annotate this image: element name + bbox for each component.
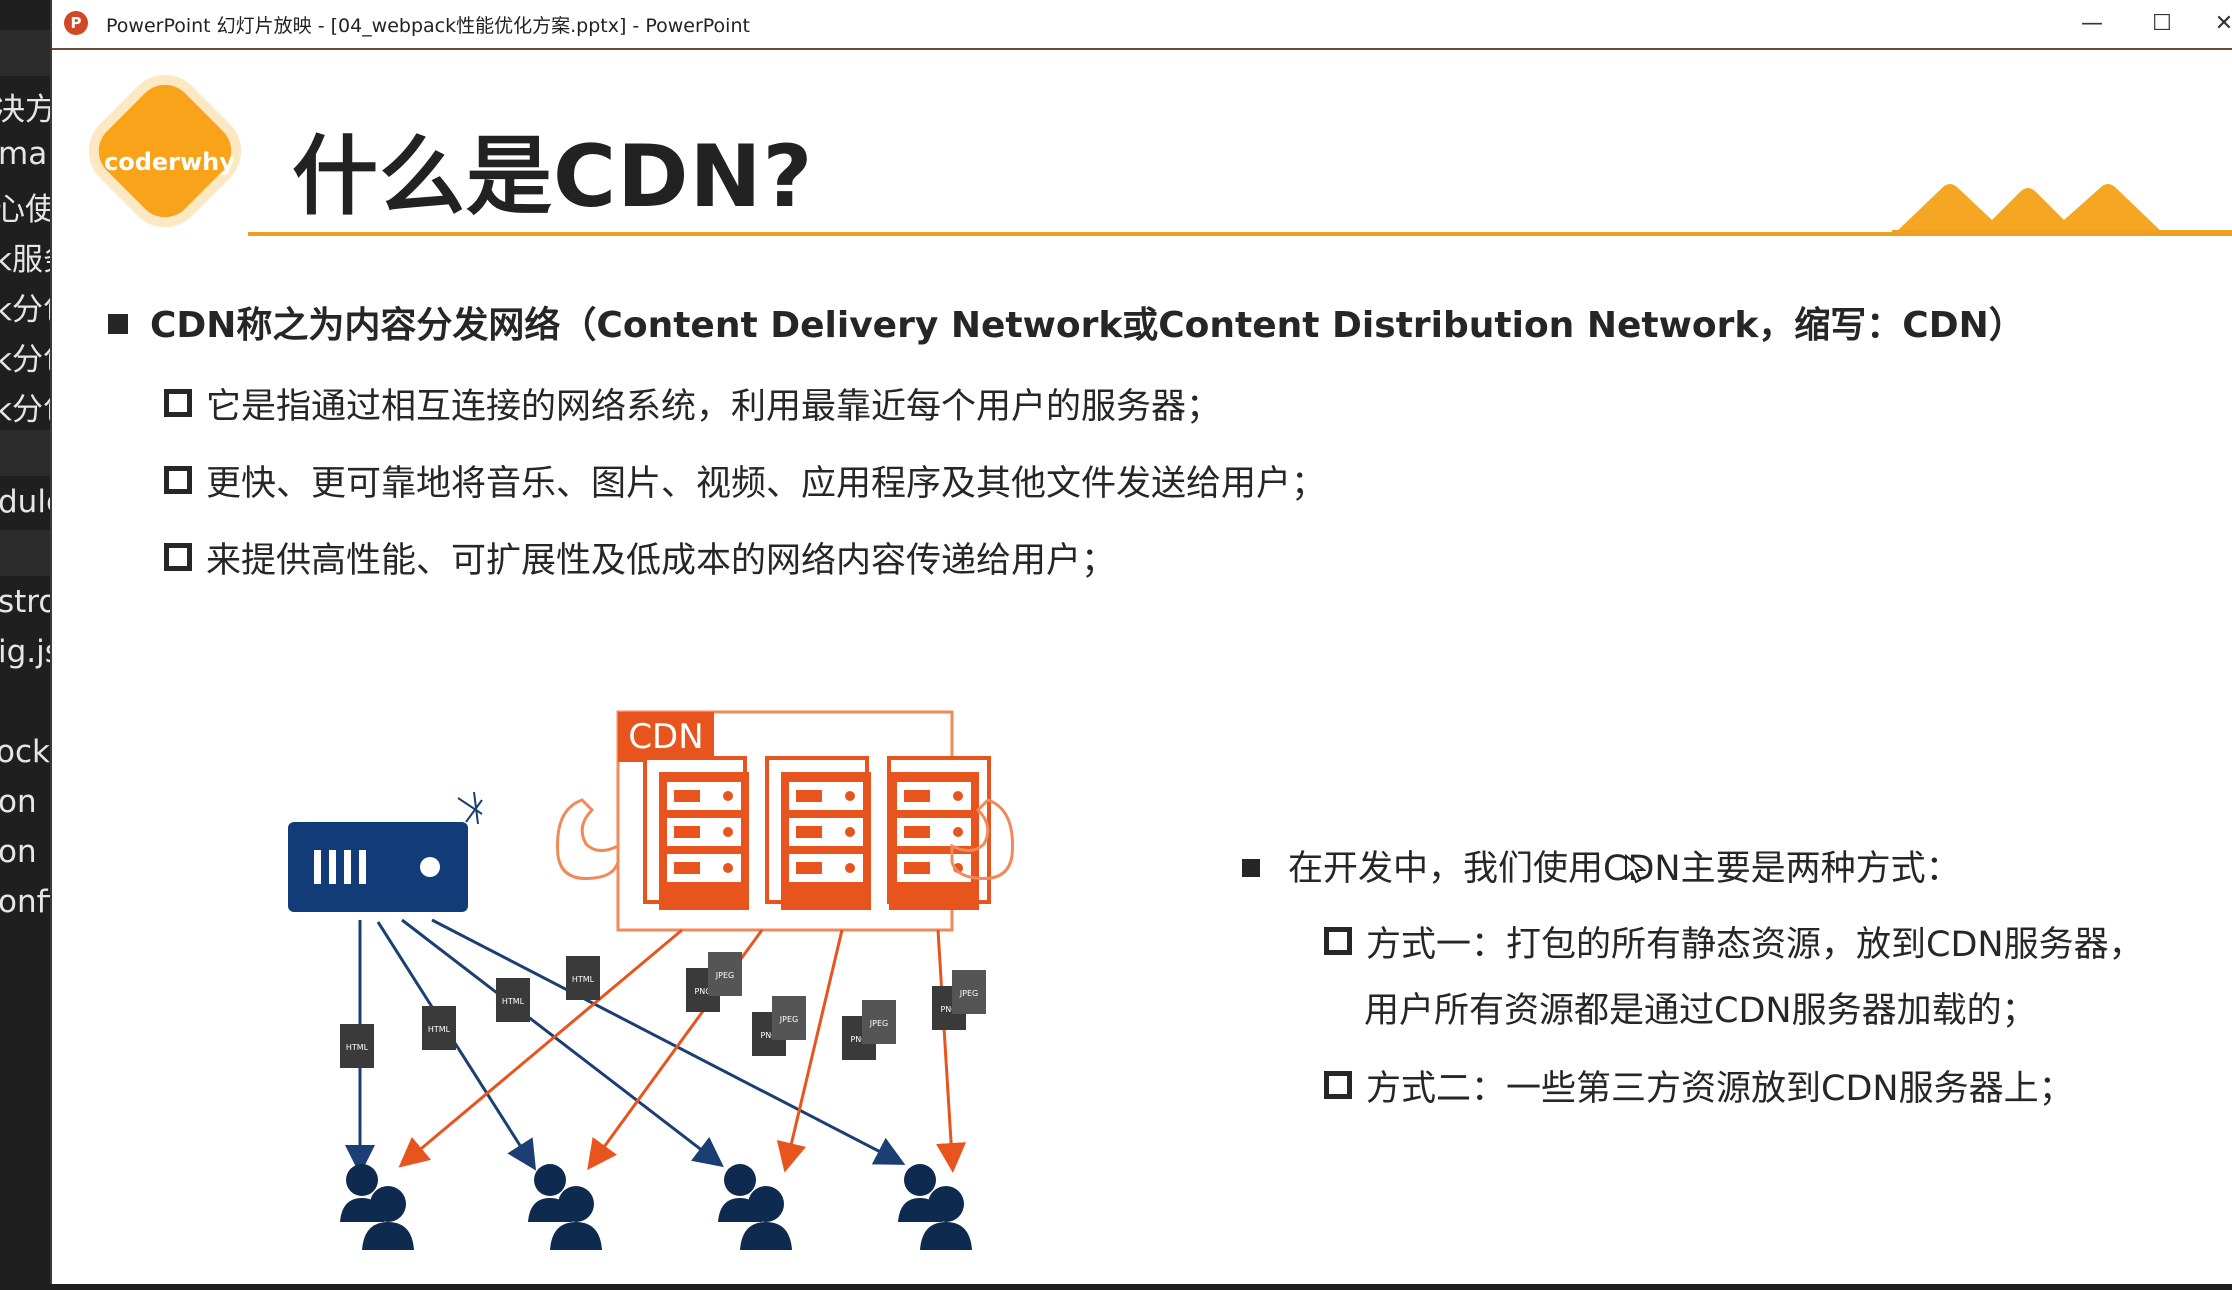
logo-text: coderwhy	[104, 148, 235, 176]
file-label: JPEG	[959, 989, 978, 998]
file-label: PNG	[760, 1031, 777, 1040]
file-label: HTML	[502, 997, 525, 1006]
filled-square-bullet-icon	[108, 314, 128, 334]
cdn-label: CDN	[628, 717, 703, 757]
cdn-server-icon	[765, 756, 871, 910]
file-label: PNG	[940, 1005, 957, 1014]
editor-line-highlight	[0, 430, 50, 476]
editor-line[interactable]: k分包	[0, 292, 50, 328]
editor-line[interactable]: stro	[0, 584, 50, 620]
file-label: JPEG	[715, 971, 734, 980]
file-label: JPEG	[869, 1019, 888, 1028]
maximize-button[interactable]: ☐	[2152, 11, 2172, 36]
html-file-icon: HTML	[422, 1006, 456, 1050]
file-label: HTML	[346, 1043, 369, 1052]
sub-bullet: 更快、更可靠地将音乐、图片、视频、应用程序及其他文件发送给用户；	[164, 455, 1326, 506]
window-title: PowerPoint 幻灯片放映 - [04_webpack性能优化方案.ppt…	[106, 15, 750, 37]
right-sub-bullet: 方式一：打包的所有静态资源，放到CDN服务器，	[1324, 916, 2144, 967]
editor-line[interactable]: ig.js	[0, 634, 50, 670]
file-label: JPEG	[779, 1015, 798, 1024]
left-bicep-icon	[556, 798, 620, 881]
file-label: PNG	[694, 987, 711, 996]
editor-line[interactable]: dules	[0, 484, 50, 520]
right-sub-bullet-text: 方式二：一些第三方资源放到CDN服务器上；	[1366, 1069, 2074, 1109]
jpeg-file-icon: JPEG	[708, 952, 742, 996]
powerpoint-app-icon: P	[64, 11, 88, 35]
right-bullet-main: 在开发中，我们使用CDN主要是两种方式：	[1242, 840, 1961, 891]
sub-bullet-text: 来提供高性能、可扩展性及低成本的网络内容传递给用户；	[206, 541, 1117, 581]
right-bicep-icon	[950, 798, 1014, 881]
user-group-icon	[340, 1164, 414, 1250]
cdn-server-icon	[643, 756, 749, 910]
editor-line[interactable]: ock.j	[0, 734, 50, 770]
hollow-square-bullet-icon	[164, 389, 192, 417]
html-file-icon: HTML	[566, 956, 600, 1000]
file-label: HTML	[428, 1025, 451, 1034]
sub-bullet-text: 它是指通过相互连接的网络系统，利用最靠近每个用户的服务器；	[206, 387, 1222, 427]
right-bullet-main-text: 在开发中，我们使用CDN主要是两种方式：	[1288, 849, 1961, 889]
right-sub-bullet: 方式二：一些第三方资源放到CDN服务器上；	[1324, 1060, 2074, 1111]
editor-line[interactable]: 心使	[0, 192, 50, 228]
hollow-square-bullet-icon	[164, 543, 192, 571]
editor-strip: 决方案 map 心使 k服务 k分包 k分包 k分包 dules stro ig…	[0, 0, 50, 1284]
title-bar[interactable]: P PowerPoint 幻灯片放映 - [04_webpack性能优化方案.p…	[52, 0, 2232, 50]
cdn-server-icon	[887, 756, 991, 910]
user-group-icon	[528, 1164, 602, 1250]
bullet-main: CDN称之为内容分发网络（Content Delivery Network或Co…	[108, 296, 2025, 348]
cdn-cluster: CDN	[556, 710, 1014, 932]
editor-line[interactable]: k分包	[0, 342, 50, 378]
hollow-square-bullet-icon	[164, 466, 192, 494]
cdn-diagram: CDN	[288, 710, 1014, 1250]
hollow-square-bullet-icon	[1324, 927, 1352, 955]
title-underline	[248, 232, 2232, 236]
slide-title: 什么是CDN?	[292, 127, 814, 227]
sub-bullet: 来提供高性能、可扩展性及低成本的网络内容传递给用户；	[164, 532, 1116, 583]
sub-bullet-text: 更快、更可靠地将音乐、图片、视频、应用程序及其他文件发送给用户；	[206, 464, 1327, 504]
editor-line[interactable]: k分包	[0, 392, 50, 428]
jpeg-file-icon: JPEG	[772, 996, 806, 1040]
bullet-main-text: CDN称之为内容分发网络（Content Delivery Network或Co…	[150, 305, 2025, 346]
file-label: HTML	[572, 975, 595, 984]
html-file-icon: HTML	[340, 1024, 374, 1068]
file-label: PNG	[850, 1035, 867, 1044]
editor-line[interactable]: on	[0, 784, 37, 820]
mountains-decoration-icon	[1892, 184, 2232, 236]
jpeg-file-icon: JPEG	[862, 1000, 896, 1044]
sub-bullet: 它是指通过相互连接的网络系统，利用最靠近每个用户的服务器；	[164, 378, 1221, 429]
html-file-icon: HTML	[496, 978, 530, 1022]
slide[interactable]: coderwhy 什么是CDN? CDN称之为内容分发网络（Content De…	[52, 50, 2232, 1284]
hollow-square-bullet-icon	[1324, 1071, 1352, 1099]
user-group-icon	[718, 1164, 792, 1250]
powerpoint-window: P PowerPoint 幻灯片放映 - [04_webpack性能优化方案.p…	[50, 0, 2232, 1284]
mouse-cursor-icon	[1625, 854, 1646, 884]
right-sub-bullet-continuation: 用户所有资源都是通过CDN服务器加载的；	[1364, 991, 2037, 1031]
editor-line[interactable]: k服务	[0, 242, 50, 278]
editor-line-highlight	[0, 530, 50, 576]
editor-line[interactable]: map	[0, 136, 50, 172]
editor-line[interactable]: 决方案	[0, 92, 50, 128]
editor-line[interactable]: on	[0, 834, 37, 870]
editor-line[interactable]: onfi	[0, 884, 50, 920]
filled-square-bullet-icon	[1242, 859, 1260, 877]
editor-line-highlight	[0, 30, 50, 76]
user-group-icon	[898, 1164, 972, 1250]
close-button[interactable]: ✕	[2214, 11, 2232, 36]
origin-server-icon	[288, 791, 483, 912]
minimize-button[interactable]: —	[2081, 11, 2103, 36]
jpeg-file-icon: JPEG	[952, 970, 986, 1014]
right-sub-bullet-text: 方式一：打包的所有静态资源，放到CDN服务器，	[1366, 925, 2144, 965]
